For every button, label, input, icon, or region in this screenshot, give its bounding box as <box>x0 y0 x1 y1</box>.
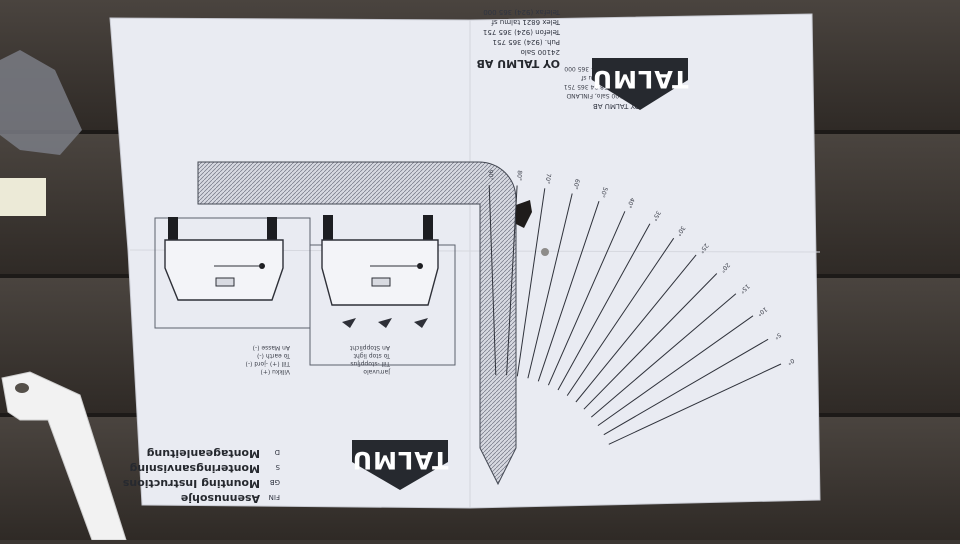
wiring-line: Vilkku (+) <box>261 368 291 375</box>
angle-line <box>488 185 497 376</box>
angle-line <box>537 201 600 382</box>
instruction-code-s: S <box>275 463 280 471</box>
angle-label: 30° <box>675 224 687 237</box>
company-fax: Telefax (924) 365 000 <box>483 8 561 16</box>
switch-line: To stop light <box>353 352 391 359</box>
lamp-bracket <box>267 217 277 241</box>
logo-top: TALMU <box>592 58 689 110</box>
company-intl-tel: Tel. int. +358 24 365 751 <box>564 83 641 90</box>
angle-line <box>583 273 718 410</box>
instruction-s: Monteringsanvisning <box>129 462 260 475</box>
angle-line <box>603 338 769 436</box>
lamp-right <box>321 239 439 306</box>
burn-mark <box>516 200 532 228</box>
company-telefon: Telefon (924) 365 751 <box>483 28 561 36</box>
lamp-socket-left <box>215 277 235 287</box>
company-intl-name: OY TALMU AB <box>593 102 640 110</box>
instruction-code-gb: GB <box>270 478 280 486</box>
instruction-d: Montageanleitung <box>147 447 260 460</box>
company-block: OY TALMU AB 24100 Salo Puh. (924) 365 75… <box>476 8 561 70</box>
lamp-bracket <box>168 217 178 241</box>
angle-line <box>590 293 737 418</box>
plastic-bag <box>0 50 82 155</box>
angle-line <box>575 254 697 403</box>
white-strap <box>1 371 127 541</box>
switch-notes: Jarruvalo Till -stoppljus To stop light … <box>349 344 391 375</box>
logo-text: TALMU <box>352 446 449 474</box>
switch-icons <box>342 318 428 328</box>
wiring-line: Till (+) -jord (-) <box>246 360 291 367</box>
switch-line: Till -stoppljus <box>350 360 391 367</box>
angle-label: 80° <box>515 170 523 181</box>
angle-line <box>566 237 675 396</box>
angle-label: 35° <box>650 209 661 222</box>
angle-label: 0° <box>786 357 795 366</box>
paper-sheet <box>109 13 821 509</box>
angle-label: 70° <box>543 173 551 185</box>
angle-fan: 90°80°70°60°50°40°35°30°25°20°15°10°5°0° <box>487 170 795 445</box>
lamp-bracket <box>323 215 333 241</box>
switch-line: Jarruvalo <box>363 368 391 375</box>
strap-hole <box>15 383 29 393</box>
logo-text: TALMU <box>592 65 689 93</box>
company-telex: Telex 6821 talmu sf <box>491 18 561 26</box>
wiring-line: To earth (-) <box>257 352 291 359</box>
angle-label: 10° <box>756 305 769 317</box>
company-phone: Puh. (924) 365 751 <box>493 38 560 46</box>
switch-line: An Stopplicht <box>349 344 390 351</box>
angle-line <box>557 223 651 391</box>
burn-spot <box>541 248 549 256</box>
wiring-line: An Masse (-) <box>253 344 290 351</box>
company-intl-city: SF-24100 Salo, FINLAND <box>566 92 640 99</box>
instruction-code-fin: FIN <box>269 493 280 501</box>
angle-label: 5° <box>773 331 782 340</box>
angle-line <box>527 193 573 379</box>
instruction-code-d: D <box>275 448 280 456</box>
angle-label: 50° <box>599 186 609 198</box>
company-city: 24100 Salo <box>521 48 560 56</box>
angle-line <box>608 363 782 445</box>
angle-line <box>506 185 518 376</box>
lamp-left <box>164 239 284 301</box>
angle-label: 90° <box>487 170 494 181</box>
angle-line <box>516 188 546 377</box>
instruction-list: Asennusohje Mounting Instructions Monter… <box>122 447 280 505</box>
angle-label: 40° <box>625 196 636 209</box>
angle-label: 60° <box>571 178 580 190</box>
logo-bottom: TALMU <box>352 440 449 490</box>
instruction-gb: Mounting Instructions <box>122 477 260 490</box>
hatched-pointer <box>197 161 517 486</box>
wiring-notes: Vilkku (+) Till (+) -jord (-) To earth (… <box>246 344 291 375</box>
angle-line <box>597 315 754 427</box>
instruction-fin: Asennusohje <box>181 492 260 505</box>
lamp-bracket <box>423 215 433 241</box>
angle-line <box>547 211 626 386</box>
company-name: OY TALMU AB <box>476 57 560 70</box>
lamp-socket-right <box>371 277 391 287</box>
white-block <box>0 178 46 216</box>
